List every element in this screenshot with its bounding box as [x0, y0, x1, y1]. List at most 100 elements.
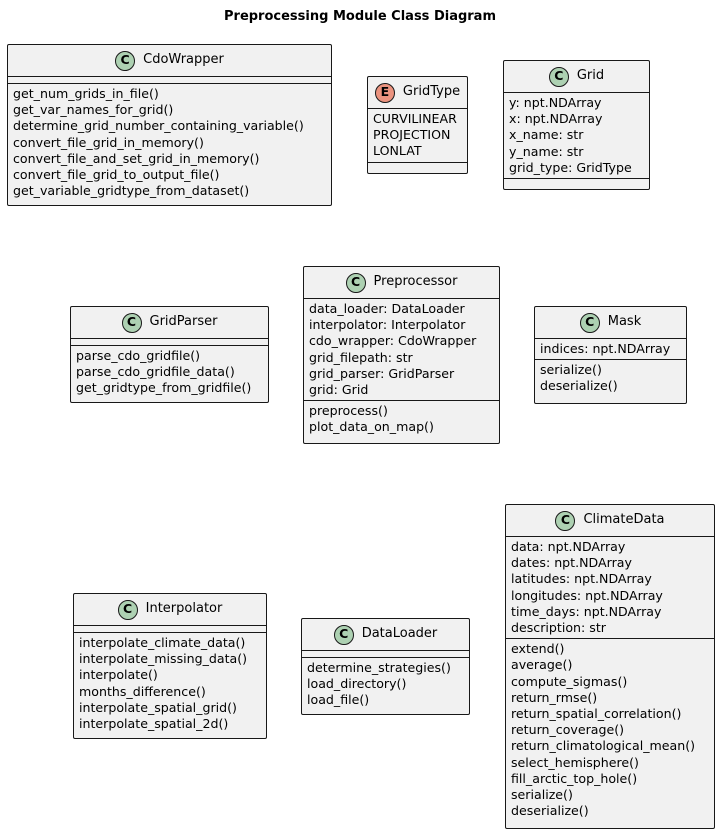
- method: return_rmse(): [511, 689, 598, 705]
- method: return_spatial_correlation(): [511, 706, 682, 722]
- attribute: grid_filepath: str: [309, 349, 413, 365]
- attribute: data: npt.NDArray: [511, 539, 626, 554]
- attribute: x: npt.NDArray: [509, 111, 603, 127]
- attributes-section: [74, 625, 266, 632]
- attributes-section: y: npt.NDArray x: npt.NDArray x_name: st…: [504, 92, 649, 178]
- method: compute_sigmas(): [511, 673, 628, 689]
- attributes-section: data_loader: DataLoader interpolator: In…: [304, 298, 499, 400]
- method: plot_data_on_map(): [309, 419, 434, 435]
- enum-value: PROJECTION: [373, 127, 451, 143]
- enum-gridtype: E GridType CURVILINEAR PROJECTION LONLAT: [367, 76, 468, 174]
- attribute: grid: Grid: [309, 382, 369, 398]
- methods-section: serialize() deserialize(): [535, 359, 686, 396]
- methods-section: [504, 178, 649, 185]
- class-cdowrapper: C CdoWrapper get_num_grids_in_file() get…: [7, 44, 332, 206]
- method: get_gridtype_from_gridfile(): [76, 380, 252, 396]
- attributes-section: [71, 338, 268, 345]
- class-interpolator: C Interpolator interpolate_climate_data(…: [73, 593, 267, 739]
- attributes-section: data: npt.NDArray dates: npt.NDArray lat…: [506, 536, 714, 638]
- methods-section: extend() average() compute_sigmas() retu…: [506, 638, 714, 821]
- method: load_file(): [307, 692, 370, 708]
- method: average(): [511, 657, 573, 673]
- class-badge-icon: C: [548, 66, 569, 87]
- class-name: GridType: [402, 84, 461, 100]
- class-badge-icon: C: [345, 272, 366, 293]
- attribute: description: str: [511, 620, 606, 636]
- class-name: Mask: [607, 314, 642, 330]
- attribute: y: npt.NDArray: [509, 95, 602, 110]
- attribute: y_name: str: [509, 143, 584, 159]
- attribute: grid_parser: GridParser: [309, 365, 455, 381]
- methods-section: interpolate_climate_data() interpolate_m…: [74, 632, 266, 734]
- class-badge-icon: C: [115, 50, 136, 71]
- method: interpolate(): [79, 667, 158, 683]
- methods-section: determine_strategies() load_directory() …: [302, 657, 469, 711]
- attribute: indices: npt.NDArray: [540, 341, 671, 356]
- class-badge-icon: C: [579, 312, 600, 333]
- method: return_climatological_mean(): [511, 738, 696, 754]
- attributes-section: indices: npt.NDArray: [535, 338, 686, 359]
- method: deserialize(): [511, 803, 589, 819]
- method: parse_cdo_gridfile_data(): [76, 364, 235, 380]
- class-badge-icon: C: [333, 624, 354, 645]
- enum-values-section: CURVILINEAR PROJECTION LONLAT: [368, 108, 467, 162]
- class-name: Preprocessor: [373, 274, 458, 290]
- enum-badge-icon: E: [374, 82, 395, 103]
- method: convert_file_grid_in_memory(): [13, 134, 204, 150]
- methods-section: parse_cdo_gridfile() parse_cdo_gridfile_…: [71, 345, 268, 399]
- enum-value: LONLAT: [373, 143, 422, 159]
- method: convert_file_grid_to_output_file(): [13, 167, 220, 183]
- method: serialize(): [511, 787, 573, 803]
- diagram-title: Preprocessing Module Class Diagram: [224, 9, 496, 24]
- method: extend(): [511, 641, 565, 657]
- method: return_coverage(): [511, 722, 625, 738]
- method: interpolate_missing_data(): [79, 651, 248, 667]
- attribute: x_name: str: [509, 127, 584, 143]
- method: convert_file_and_set_grid_in_memory(): [13, 150, 260, 166]
- attribute: cdo_wrapper: CdoWrapper: [309, 333, 477, 349]
- attributes-section: [8, 76, 331, 83]
- class-name: CdoWrapper: [143, 52, 224, 68]
- attribute: data_loader: DataLoader: [309, 301, 465, 316]
- attribute: grid_type: GridType: [509, 159, 632, 175]
- method: determine_strategies(): [307, 660, 451, 675]
- attribute: time_days: npt.NDArray: [511, 603, 662, 619]
- method: determine_grid_number_containing_variabl…: [13, 118, 304, 134]
- method: get_var_names_for_grid(): [13, 102, 174, 118]
- class-mask: C Mask indices: npt.NDArray serialize() …: [534, 306, 687, 404]
- class-badge-icon: C: [117, 599, 138, 620]
- method: load_directory(): [307, 676, 407, 692]
- class-dataloader: C DataLoader determine_strategies() load…: [301, 618, 470, 715]
- method: get_num_grids_in_file(): [13, 86, 159, 101]
- class-name: GridParser: [149, 314, 218, 330]
- method: serialize(): [540, 362, 602, 378]
- method: interpolate_climate_data(): [79, 635, 246, 650]
- class-climatedata: C ClimateData data: npt.NDArray dates: n…: [505, 504, 715, 829]
- attribute: dates: npt.NDArray: [511, 555, 632, 571]
- class-grid: C Grid y: npt.NDArray x: npt.NDArray x_n…: [503, 60, 650, 190]
- method: months_difference(): [79, 683, 206, 699]
- attribute: longitudes: npt.NDArray: [511, 587, 663, 603]
- class-gridparser: C GridParser parse_cdo_gridfile() parse_…: [70, 306, 269, 403]
- method: interpolate_spatial_2d(): [79, 716, 229, 732]
- method: interpolate_spatial_grid(): [79, 699, 237, 715]
- enum-value: CURVILINEAR: [373, 111, 457, 126]
- methods-section: [368, 161, 467, 169]
- class-badge-icon: C: [121, 312, 142, 333]
- method: parse_cdo_gridfile(): [76, 348, 201, 363]
- class-name: DataLoader: [361, 626, 438, 642]
- class-preprocessor: C Preprocessor data_loader: DataLoader i…: [303, 266, 500, 444]
- methods-section: preprocess() plot_data_on_map(): [304, 400, 499, 437]
- attribute: interpolator: Interpolator: [309, 317, 466, 333]
- class-name: ClimateData: [583, 512, 665, 528]
- class-name: Interpolator: [145, 601, 223, 617]
- class-name: Grid: [576, 68, 605, 84]
- method: get_variable_gridtype_from_dataset(): [13, 183, 250, 199]
- method: preprocess(): [309, 403, 388, 419]
- method: select_hemisphere(): [511, 754, 639, 770]
- methods-section: get_num_grids_in_file() get_var_names_fo…: [8, 83, 331, 201]
- method: fill_arctic_top_hole(): [511, 770, 638, 786]
- attributes-section: [302, 650, 469, 657]
- method: deserialize(): [540, 378, 618, 394]
- attribute: latitudes: npt.NDArray: [511, 571, 652, 587]
